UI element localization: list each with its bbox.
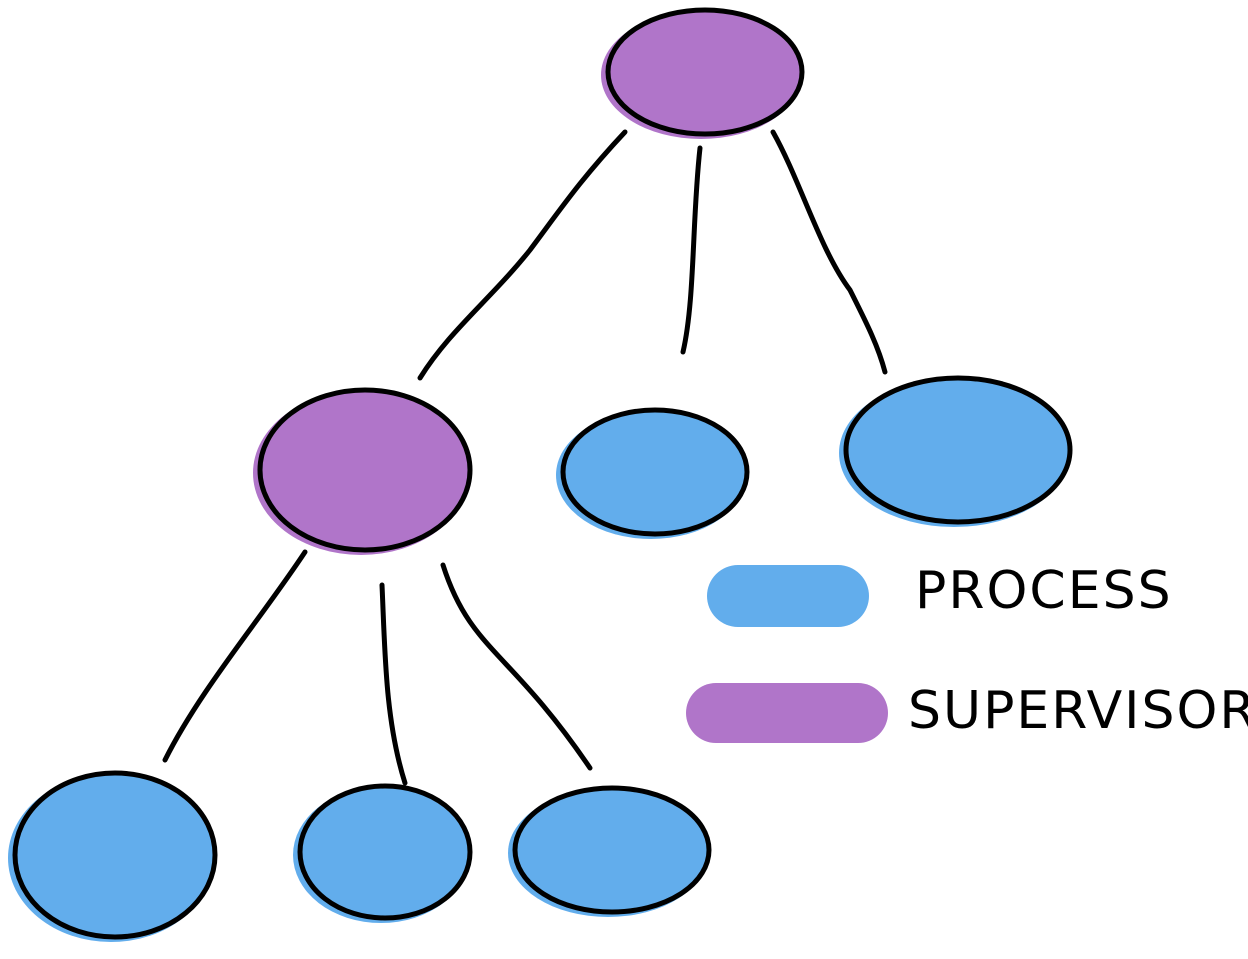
process-node-fill <box>293 787 469 923</box>
edge-root-p2 <box>770 129 888 375</box>
edge-root-p1 <box>680 145 703 355</box>
process-node-fill <box>8 774 214 942</box>
legend-label-supervisor: SUPERVISOR <box>908 681 1248 741</box>
legend-swatch-process <box>707 565 869 627</box>
process-node-l3 <box>512 785 712 915</box>
process-node-l2 <box>297 783 473 921</box>
edge-root-sup2 <box>417 129 628 381</box>
process-node-fill <box>508 789 708 917</box>
supervisor-node-fill <box>253 391 469 555</box>
legend-swatch-supervisor <box>686 683 888 743</box>
legend-label-process: PROCESS <box>915 561 1173 621</box>
process-node-fill <box>556 411 746 539</box>
edge-sup2-l2 <box>379 582 408 786</box>
edge-sup2-l3 <box>440 562 593 771</box>
supervisor-node-root <box>605 7 805 137</box>
process-node-p2 <box>843 375 1073 525</box>
edge-sup2-l1 <box>162 549 308 763</box>
process-node-p1 <box>560 407 750 537</box>
supervisor-node-sup2 <box>257 387 473 553</box>
supervisor-node-fill <box>601 11 801 139</box>
process-node-l1 <box>12 770 218 940</box>
process-node-fill <box>839 379 1069 527</box>
